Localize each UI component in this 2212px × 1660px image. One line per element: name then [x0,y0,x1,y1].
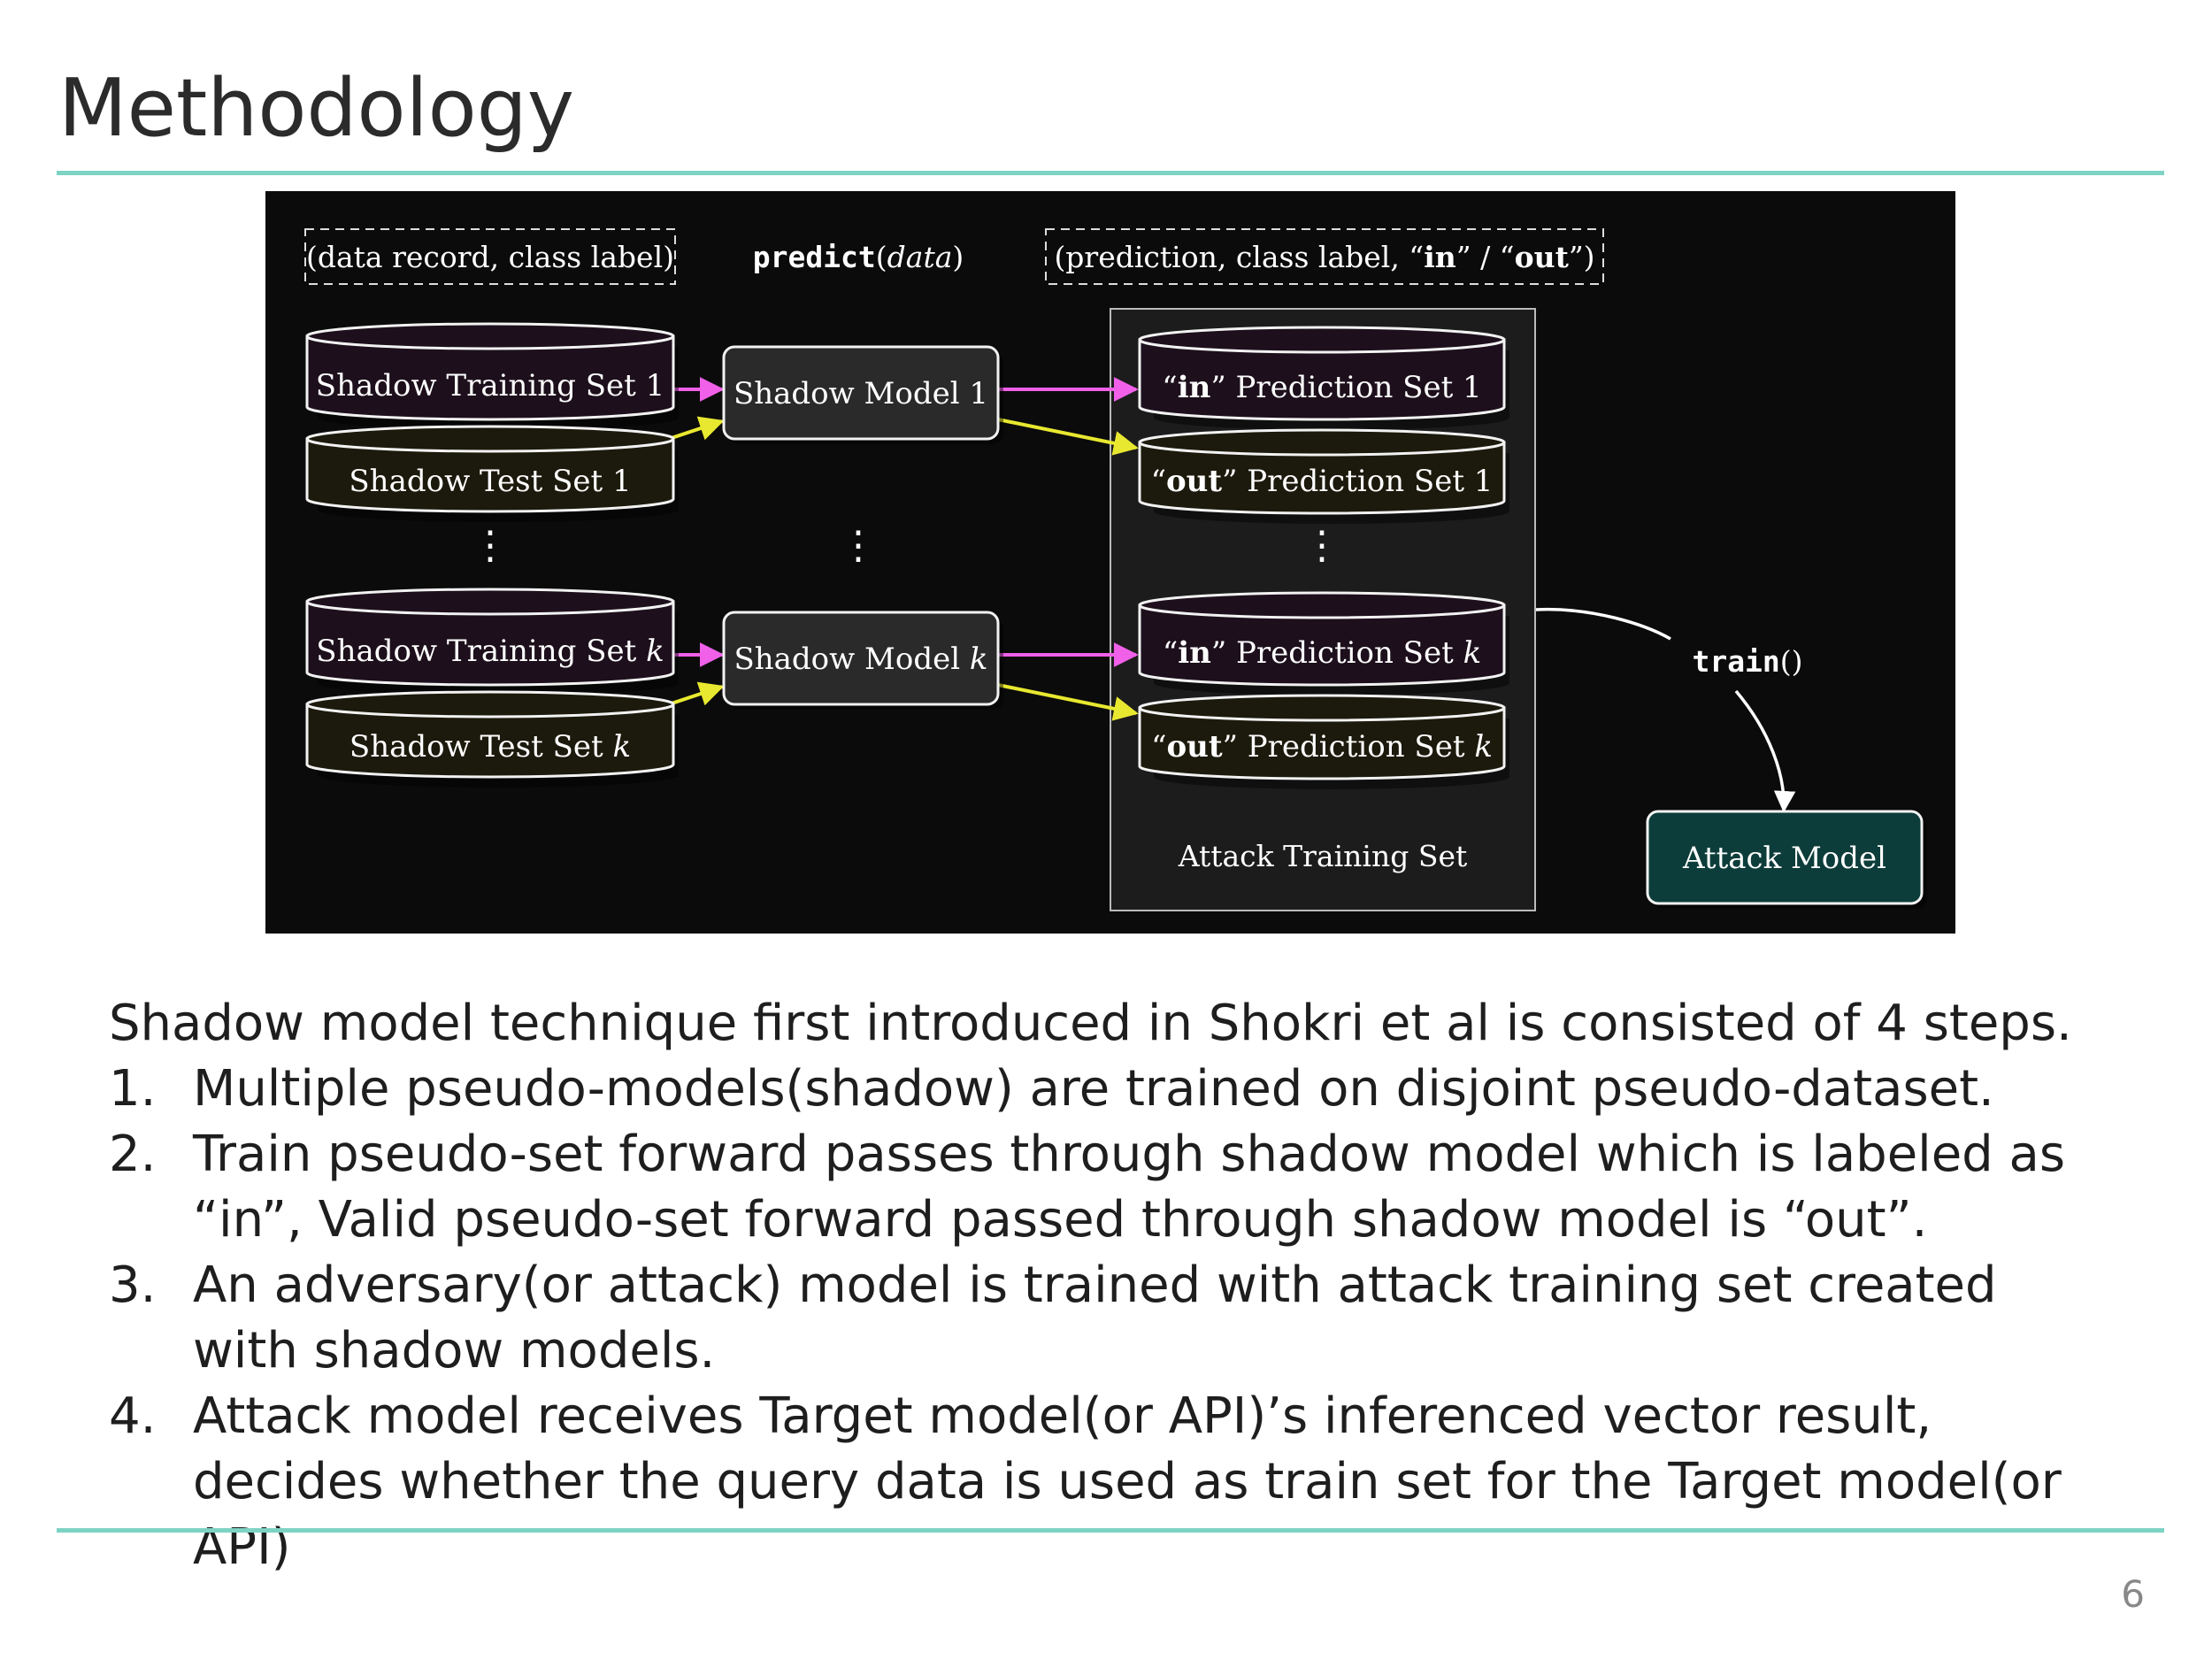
intro-paragraph: Shadow model technique first introduced … [109,995,2072,1052]
out-prediction-set-k: “out” Prediction Set k [1138,694,1509,789]
arrow-train-curve [1535,607,1671,641]
legend-input-box [304,228,676,285]
ellipsis-predictions: ⋮ [1302,523,1341,568]
out-prediction-set-1: “out” Prediction Set 1 [1138,428,1509,524]
shadow-training-set-k: Shadow Training Set k [305,588,679,696]
attack-training-set-label: Attack Training Set [1178,839,1468,873]
svg-text:Shadow Model k: Shadow Model k [733,642,987,677]
arrow-model1-to-out1 [997,418,1139,456]
list-item: 4.Attack model receives Target model(or … [109,1387,2062,1576]
bottom-divider [57,1528,2164,1533]
svg-text:“out” Prediction Set k: “out” Prediction Set k [1151,729,1493,765]
legend-predict-text: predict(data) [753,240,964,274]
arrow-modelk-to-outk [997,683,1139,721]
list-item: 3.An adversary(or attack) model is train… [109,1257,1997,1379]
shadow-model-diagram: (data record, class label) predict(data)… [265,191,1955,934]
arrow-train-curve-down [1734,689,1796,813]
in-prediction-set-k: “in” Prediction Set k [1138,591,1509,696]
list-item: 2.Train pseudo-set forward passes throug… [109,1126,2066,1249]
shadow-test-set-1: Shadow Test Set 1 [305,425,679,522]
ellipsis-sets: ⋮ [471,523,510,568]
ellipsis-models: ⋮ [839,523,878,568]
svg-text:Shadow Test Set 1: Shadow Test Set 1 [349,464,631,499]
attack-model: Attack Model [1646,810,1927,909]
svg-text:“in” Prediction Set k: “in” Prediction Set k [1163,635,1481,671]
svg-text:Shadow Training Set 1: Shadow Training Set 1 [316,368,664,403]
shadow-model-k: Shadow Model k [722,611,1003,710]
steps-list: 1.Multiple pseudo-models(shadow) are tra… [109,1057,2100,1580]
svg-text:“out” Prediction Set 1: “out” Prediction Set 1 [1151,464,1494,499]
svg-text:“in” Prediction Set 1: “in” Prediction Set 1 [1162,370,1481,405]
in-prediction-set-1: “in” Prediction Set 1 [1138,326,1509,430]
svg-text:Shadow Training Set k: Shadow Training Set k [316,634,664,669]
legend-output-box [1045,228,1604,285]
svg-text:Shadow Model 1: Shadow Model 1 [733,376,988,411]
list-item: 1.Multiple pseudo-models(shadow) are tra… [109,1060,1994,1118]
slide-title: Methodology [58,62,575,155]
top-divider [57,171,2164,175]
svg-text:Attack Model: Attack Model [1682,841,1886,876]
svg-text:Shadow Test Set k: Shadow Test Set k [349,729,631,765]
explanation-text: Shadow model technique first introduced … [109,991,2100,1580]
shadow-test-set-k: Shadow Test Set k [305,690,679,788]
legend-output-text: (prediction, class label, “in” / “out”) [1054,240,1594,274]
shadow-model-1: Shadow Model 1 [722,345,1003,444]
train-label: train() [1692,644,1802,679]
legend-input-text: (data record, class label) [306,240,674,274]
page-number: 6 [2121,1572,2145,1616]
shadow-training-set-1: Shadow Training Set 1 [305,322,679,430]
